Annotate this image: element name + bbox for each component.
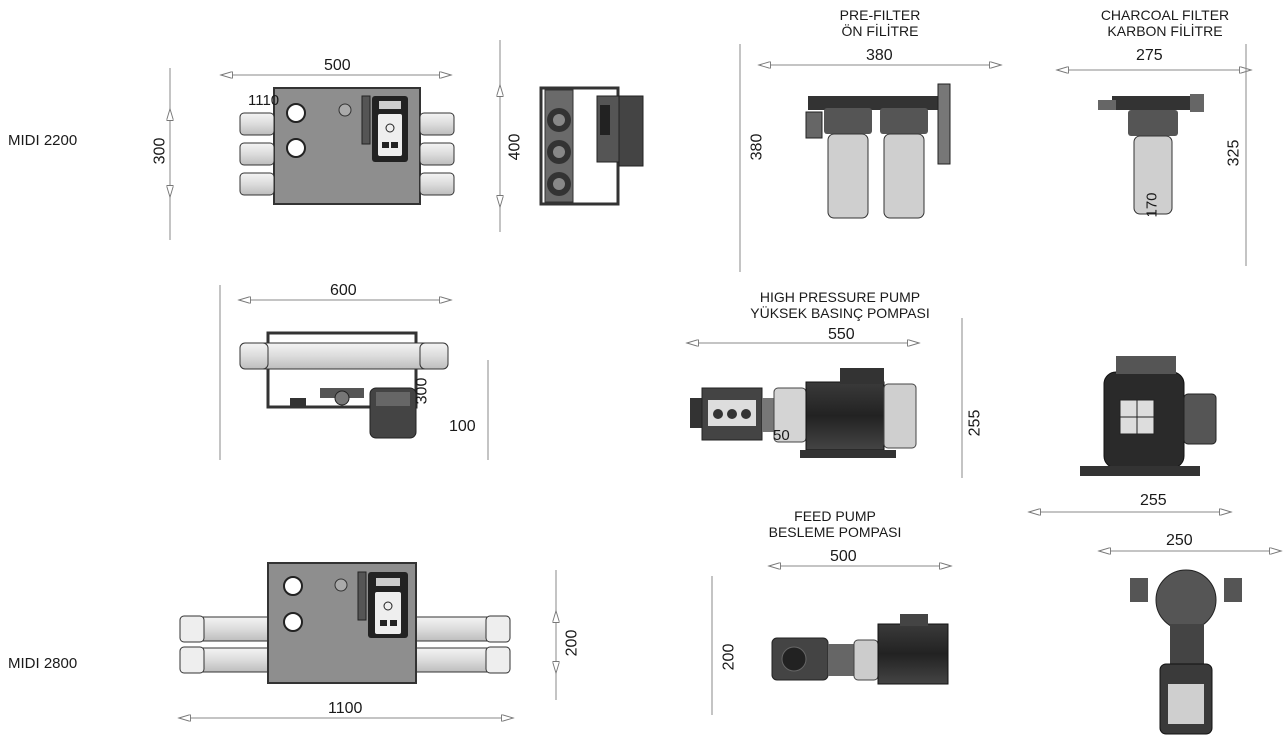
dim-hp-pump-end-width: 255 — [1140, 492, 1167, 509]
charcoal-filter-drawing — [1098, 94, 1204, 215]
valve-knob — [338, 103, 352, 117]
feed-pump-drawing — [771, 614, 949, 685]
dim-charcoal-height: 325 — [1225, 139, 1243, 167]
feed-pump-end-view — [1130, 569, 1242, 735]
flow-meter — [361, 95, 371, 145]
dim-hp-pump-note: 50 — [773, 427, 790, 444]
midi2200-front-view — [239, 87, 455, 205]
dim-prefilter-height: 380 — [748, 133, 766, 161]
gauge-port — [286, 103, 306, 123]
dim-feed-pump-end-width: 250 — [1166, 532, 1193, 549]
dim-hp-pump-height: 255 — [966, 409, 984, 437]
midi2200-top-view — [239, 331, 449, 439]
dim-hp-pump-length: 550 — [828, 326, 855, 343]
midi2200-side-view — [539, 86, 644, 206]
dim-feed-pump-height: 200 — [720, 643, 738, 671]
dim-midi2200-front-width: 500 — [324, 57, 351, 74]
dim-charcoal-note: 170 — [1143, 192, 1161, 218]
model-label-midi-2800: MIDI 2800 — [8, 655, 78, 672]
dim-charcoal-width: 275 — [1136, 47, 1163, 64]
prefilter-drawing — [805, 83, 951, 219]
dim-feed-pump-length: 500 — [830, 548, 857, 565]
dim-midi2200-front-height: 300 — [151, 137, 169, 165]
model-label-midi-2200: MIDI 2200 — [8, 132, 78, 149]
membrane-endcaps-right — [419, 112, 455, 196]
membrane-endcaps-left — [239, 112, 275, 196]
hp-pump-end-view — [1080, 356, 1217, 476]
dim-midi2800-width: 1100 — [328, 700, 363, 717]
dim-midi2200-port-note: 1110 — [248, 92, 280, 109]
dim-midi2200-top-depth: 300 — [413, 377, 431, 405]
dim-midi2800-height: 200 — [563, 629, 581, 657]
dim-prefilter-width: 380 — [866, 47, 893, 64]
dim-midi2200-top-width: 600 — [330, 282, 357, 299]
midi2800-front-view — [179, 562, 511, 684]
dimension-lines — [170, 40, 1280, 718]
gauge-port — [286, 138, 306, 158]
dim-midi2200-top-offset: 100 — [449, 418, 476, 435]
hp-pump-drawing — [690, 368, 917, 458]
dim-midi2200-side-depth: 400 — [506, 133, 524, 161]
